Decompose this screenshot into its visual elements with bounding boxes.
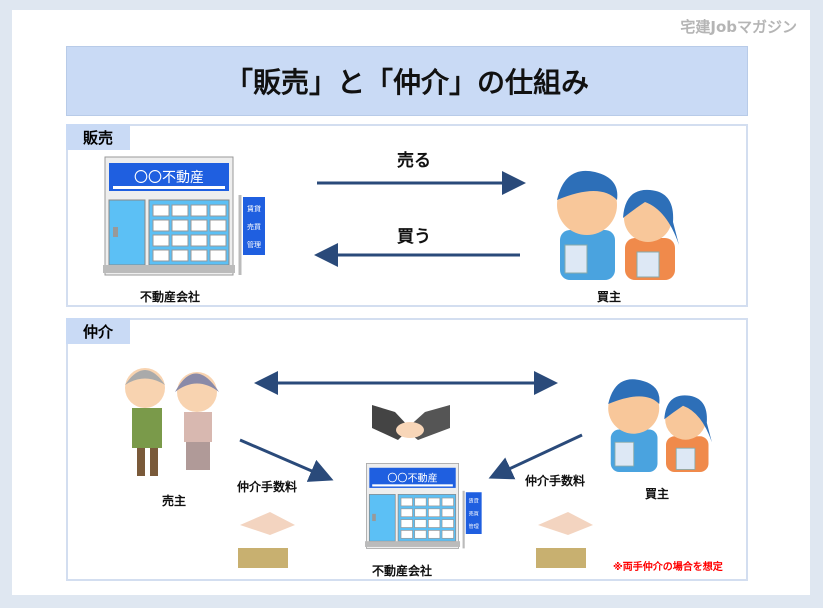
buy-label: 買う xyxy=(397,227,431,247)
broker-buyer-illustration xyxy=(598,370,717,475)
dual-agency-note: ※両手仲介の場合を想定 xyxy=(613,562,723,573)
seller-fee-arrow xyxy=(239,438,334,482)
brokerage-section xyxy=(66,318,748,581)
sales-buyer-label: 買主 xyxy=(597,290,622,304)
brokerage-label: 仲介 xyxy=(66,318,130,344)
svg-text:〇〇不動産: 〇〇不動産 xyxy=(134,170,204,186)
broker-buyer-label: 買主 xyxy=(645,487,670,501)
fee-left-label: 仲介手数料 xyxy=(237,480,298,494)
money-icon-left xyxy=(238,512,295,568)
svg-text:売買: 売買 xyxy=(247,222,261,231)
sales-label: 販売 xyxy=(66,124,130,150)
sales-section xyxy=(66,124,748,307)
money-icon-right xyxy=(536,512,593,568)
sales-company-label: 不動産会社 xyxy=(140,290,201,304)
handshake-icon xyxy=(372,405,450,440)
svg-text:売買: 売買 xyxy=(469,510,479,517)
svg-text:〇〇不動産: 〇〇不動産 xyxy=(387,471,437,484)
buyer-fee-arrow xyxy=(488,433,583,480)
fee-right-label: 仲介手数料 xyxy=(525,474,586,488)
seller-couple-illustration xyxy=(125,368,219,476)
sell-label: 売る xyxy=(397,151,431,171)
page-title: 「販売」と「仲介」の仕組み xyxy=(66,46,748,116)
seller-label: 売主 xyxy=(162,494,187,508)
brand-logo: 宅建Jobマガジン xyxy=(680,18,797,36)
broker-company-illustration: 〇〇不動産 賃貸 売買 管理 xyxy=(365,462,491,555)
broker-company-label: 不動産会社 xyxy=(372,564,433,578)
svg-text:賃貸: 賃貸 xyxy=(247,204,261,213)
svg-text:賃貸: 賃貸 xyxy=(469,497,479,504)
real-estate-company-illustration: 〇〇不動産 賃貸 売買 管理 xyxy=(103,155,278,284)
buyer-illustration xyxy=(545,160,685,284)
svg-text:管理: 管理 xyxy=(469,523,479,530)
svg-text:管理: 管理 xyxy=(247,240,261,249)
